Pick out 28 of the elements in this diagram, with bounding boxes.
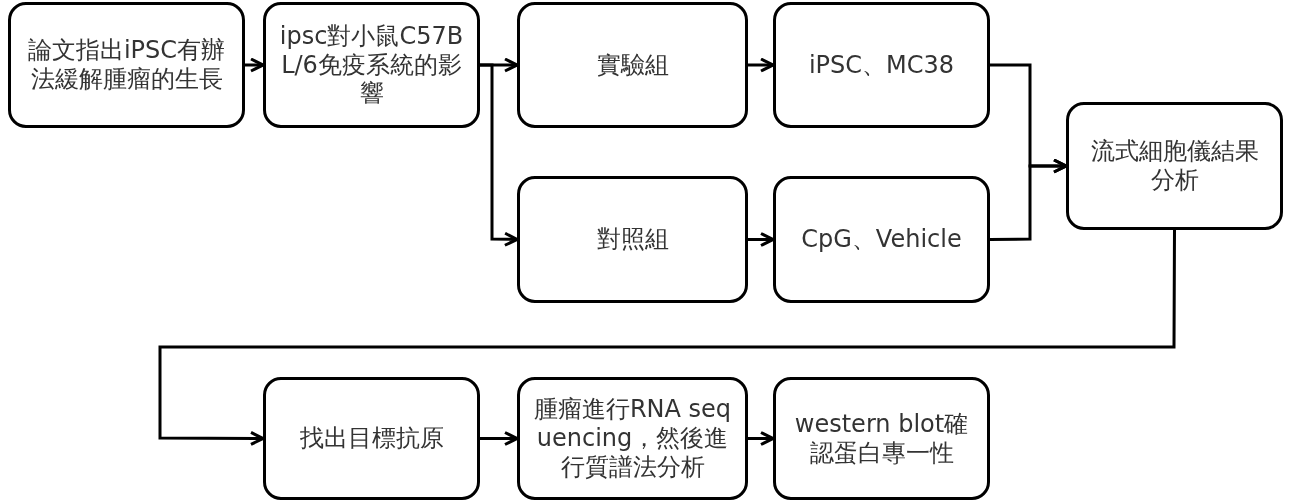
arrow: [748, 57, 775, 73]
step-text: 實驗組: [596, 50, 669, 80]
arrow: [480, 63, 519, 247]
arrow: [748, 431, 775, 446]
process-box: [773, 176, 990, 303]
process-box: [263, 377, 480, 500]
process-box: [1066, 102, 1283, 230]
process-box: [517, 377, 748, 500]
process-box: [8, 2, 245, 128]
step-text: 腫瘤進行RNA sequencing，然後進行質譜法分析: [532, 395, 733, 482]
arrow: [748, 232, 775, 247]
arrow: [245, 57, 265, 73]
step-text: 論文指出iPSC有辦法緩解腫瘤的生長: [26, 36, 227, 94]
step-text: western blot確認蛋白專一性: [793, 409, 970, 468]
process-box: [263, 2, 480, 128]
step-text: iPSC、MC38: [808, 50, 955, 80]
step-text: CpG、Vehicle: [801, 225, 962, 254]
step-text: 對照組: [596, 225, 669, 254]
process-box: [773, 2, 990, 128]
step-text: 流式細胞儀結果分析: [1089, 137, 1260, 195]
process-box: [517, 176, 748, 303]
step-text: 找出目標抗原: [299, 424, 444, 453]
arrow: [989, 158, 1068, 241]
arrow: [158, 230, 1176, 446]
process-box: [773, 377, 990, 500]
process-box: [517, 2, 748, 128]
arrow: [480, 431, 519, 446]
step-text: ipsc對小鼠C57BL/6免疫系統的影響: [278, 21, 465, 109]
